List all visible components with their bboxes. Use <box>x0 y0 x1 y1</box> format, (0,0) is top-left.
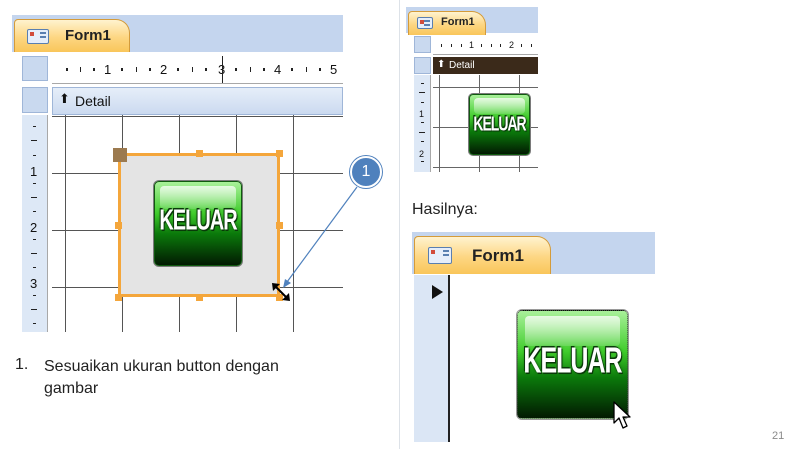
ruler-number: 4 <box>274 62 282 77</box>
design-grid[interactable]: KELUAR <box>52 115 343 332</box>
design-grid[interactable]: KELUAR <box>433 75 538 172</box>
detail-section-label: Detail <box>75 93 111 109</box>
slide-divider <box>399 0 400 449</box>
record-pointer-icon <box>432 285 443 299</box>
resize-handle-bottom-right[interactable] <box>276 294 283 301</box>
keluar-button-text: KELUAR <box>523 340 622 382</box>
move-handle[interactable] <box>113 148 127 162</box>
horizontal-ruler[interactable]: 1 2 3 4 5 <box>52 56 343 84</box>
horizontal-ruler[interactable]: 1 2 <box>433 36 538 55</box>
vruler-number: 3 <box>30 276 38 291</box>
ruler-number: 2 <box>509 40 515 50</box>
slide-number: 21 <box>772 430 785 442</box>
resize-handle-right[interactable] <box>276 222 283 229</box>
vruler-number: 2 <box>30 220 38 235</box>
resize-handle-bottom-left[interactable] <box>115 294 122 301</box>
form-tab-title: Form1 <box>472 246 524 265</box>
keluar-image-button[interactable]: KELUAR <box>469 94 530 155</box>
ruler-number: 5 <box>330 62 338 77</box>
top-right-design-screenshot: Form1 1 2 ⬆ Detail 1 2 KELUAR <box>406 7 538 172</box>
vruler-number: 1 <box>419 109 425 119</box>
keluar-image-button[interactable]: KELUAR <box>154 181 242 266</box>
ruler-number: 3 <box>218 62 225 77</box>
ruler-number: 1 <box>104 62 112 77</box>
callout-badge: 1 <box>350 156 382 188</box>
result-label: Hasilnya: <box>412 201 478 218</box>
keluar-button-text: KELUAR <box>473 111 526 135</box>
result-form-screenshot: Form1 KELUAR <box>412 232 655 442</box>
form-body: KELUAR <box>452 275 655 442</box>
section-selector[interactable] <box>22 87 48 113</box>
keluar-button[interactable]: KELUAR <box>517 310 628 419</box>
ruler-number: 2 <box>160 62 168 77</box>
form-tab[interactable]: Form1 <box>414 236 551 274</box>
detail-section-bar[interactable]: ⬆ Detail <box>52 87 343 115</box>
keluar-button-text: KELUAR <box>159 204 237 237</box>
vruler-number: 2 <box>419 149 425 159</box>
left-design-screenshot: Form1 1 2 3 4 5 ⬆ Detail 1 <box>12 15 343 332</box>
document-tab-strip: Form1 <box>12 15 343 52</box>
form-tab[interactable]: Form1 <box>14 19 130 52</box>
mouse-cursor-icon <box>613 401 631 429</box>
selected-button-control[interactable]: KELUAR <box>118 153 280 297</box>
resize-handle-bottom[interactable] <box>196 294 203 301</box>
ruler-number: 1 <box>469 40 475 50</box>
instruction-number: 1. <box>15 356 29 373</box>
resize-handle-top[interactable] <box>196 150 203 157</box>
form-icon <box>417 17 433 29</box>
resize-handle-top-right[interactable] <box>276 150 283 157</box>
vruler-number: 1 <box>30 164 38 179</box>
section-selector[interactable] <box>414 57 431 74</box>
resize-handle-left[interactable] <box>115 222 122 229</box>
document-tab-strip: Form1 <box>412 232 655 274</box>
detail-section-bar[interactable]: ⬆ Detail <box>433 57 538 74</box>
vertical-ruler[interactable]: 1 2 <box>414 75 431 172</box>
document-tab-strip: Form1 <box>406 7 538 35</box>
form-icon <box>428 247 452 264</box>
form-tab[interactable]: Form1 <box>408 11 486 35</box>
detail-arrow-icon: ⬆ <box>59 91 70 106</box>
vertical-ruler[interactable]: 1 2 3 <box>22 115 48 332</box>
ruler-corner[interactable] <box>414 36 431 53</box>
detail-section-label: Detail <box>449 60 475 71</box>
form-icon <box>27 29 49 44</box>
detail-arrow-icon: ⬆ <box>437 59 446 70</box>
form-tab-title: Form1 <box>65 27 111 44</box>
record-selector[interactable] <box>414 275 450 442</box>
ruler-corner[interactable] <box>22 56 48 81</box>
form-tab-title: Form1 <box>441 16 475 28</box>
instruction-text: Sesuaikan ukuran button dengan gambar <box>44 358 279 397</box>
